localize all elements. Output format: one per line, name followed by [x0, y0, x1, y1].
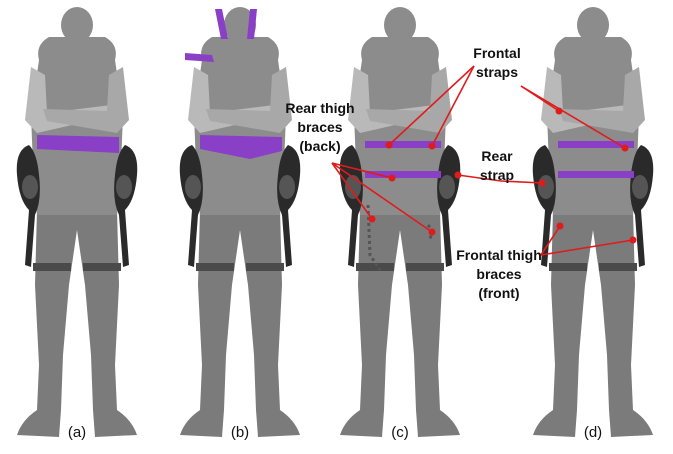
callout-line: braces [283, 118, 357, 137]
callout-rear-thigh-braces: Rear thigh braces (back) [283, 99, 357, 156]
callout-frontal-straps: Frontal straps [462, 44, 532, 82]
panel-label-d: (d) [563, 424, 623, 441]
panel-label-c: (c) [370, 424, 430, 441]
figure-c [340, 7, 461, 437]
callout-line: straps [462, 63, 532, 82]
callout-line: (front) [447, 284, 551, 303]
panel-label-b: (b) [210, 424, 270, 441]
figure-b [180, 7, 301, 437]
callout-line: Frontal [462, 44, 532, 63]
callout-line: Rear thigh [283, 99, 357, 118]
figure-a [17, 7, 138, 437]
rear-strap-d [558, 171, 634, 178]
callout-line: Frontal thigh [447, 246, 551, 265]
callout-frontal-thigh-braces: Frontal thigh braces (front) [447, 246, 551, 303]
callout-line: strap [472, 166, 522, 185]
callout-line: Rear [472, 147, 522, 166]
callout-line: (back) [283, 137, 357, 156]
callout-rear-strap: Rear strap [472, 147, 522, 185]
panel-label-a: (a) [47, 424, 107, 441]
figure-d [533, 7, 654, 437]
callout-line: braces [447, 265, 551, 284]
